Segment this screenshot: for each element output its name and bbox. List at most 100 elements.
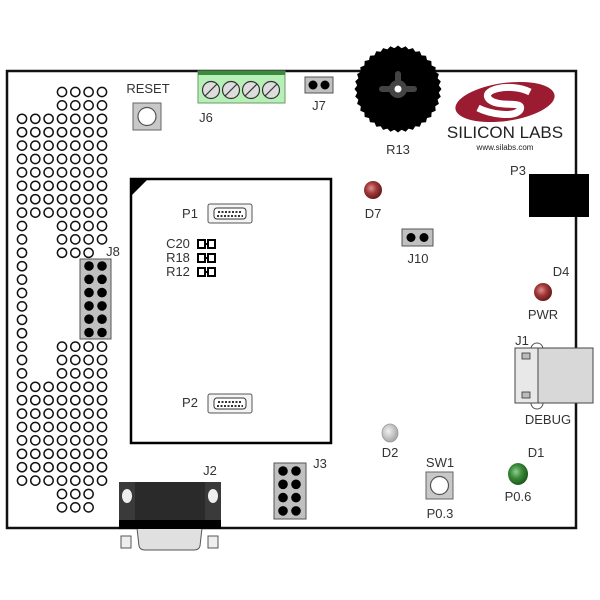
prototype-hole [83,475,94,486]
potentiometer-r13[interactable] [354,45,442,133]
prototype-hole [96,368,108,379]
d7-label: D7 [365,206,382,221]
prototype-hole [83,86,94,98]
prototype-hole [56,86,68,98]
prototype-hole [16,153,28,165]
header-j3[interactable] [273,462,307,520]
d1-label: D1 [528,445,545,460]
p2-label: P2 [182,395,198,410]
r18-label: R18 [166,250,190,265]
prototype-hole [16,314,28,326]
debug-label: DEBUG [525,412,571,427]
prototype-hole [43,193,54,205]
prototype-hole [16,368,28,379]
prototype-hole [83,461,94,473]
prototype-hole [83,435,94,446]
jumper-j10[interactable] [401,228,434,247]
prototype-hole [69,167,81,178]
p03-label: P0.3 [427,506,454,521]
c20-label: C20 [166,236,190,251]
header-pin [97,314,107,325]
reset-label: RESET [126,81,169,96]
screw-slot [224,83,238,97]
prototype-hole [69,435,81,446]
header-pin [278,466,288,476]
prototype-hole [83,234,94,245]
prototype-hole [43,126,54,138]
prototype-hole [16,220,28,232]
prototype-hole [29,421,41,433]
prototype-hole [96,220,108,232]
prototype-hole [56,421,68,433]
header-j8[interactable] [79,258,112,340]
prototype-hole [69,341,81,352]
header-pin [291,466,301,476]
prototype-hole [96,475,108,486]
prototype-hole [16,274,28,285]
prototype-hole [83,394,94,406]
prototype-hole [43,448,54,460]
prototype-hole [16,193,28,205]
usb-debug-connector-j1[interactable] [514,342,594,410]
header-pin [278,492,288,503]
prototype-hole [43,408,54,419]
prototype-hole [16,435,28,446]
prototype-hole [56,234,68,245]
prototype-hole [16,167,28,178]
prototype-hole [56,435,68,446]
header-pin [84,314,94,325]
prototype-hole [83,354,94,366]
header-pin [84,327,94,338]
prototype-hole [96,113,108,125]
prototype-hole [56,394,68,406]
prototype-hole [29,126,41,138]
prototype-hole [69,207,81,218]
reset-button[interactable] [132,102,162,131]
prototype-hole [43,421,54,433]
header-pin [291,506,301,516]
prototype-hole [69,354,81,366]
prototype-hole [56,167,68,178]
prototype-hole [96,86,108,98]
prototype-hole [96,461,108,473]
prototype-hole [16,301,28,312]
serial-connector-j2[interactable] [119,482,221,551]
prototype-hole [16,394,28,406]
prototype-hole [29,381,41,393]
prototype-hole [16,287,28,299]
prototype-hole [29,193,41,205]
prototype-hole [56,381,68,393]
prototype-hole [83,207,94,218]
header-pin [278,506,288,516]
prototype-hole [16,207,28,218]
header-pin [291,479,301,490]
usb-mini-connector-p1[interactable] [207,203,253,224]
prototype-hole [16,247,28,259]
prototype-hole [56,408,68,419]
prototype-hole [16,381,28,393]
prototype-hole [69,126,81,138]
prototype-hole [43,180,54,192]
prototype-hole [16,475,28,486]
prototype-hole [16,421,28,433]
prototype-hole [16,327,28,339]
prototype-hole [29,153,41,165]
prototype-hole [96,100,108,111]
prototype-hole [83,247,94,259]
header-pin [84,287,94,298]
usb-mini-connector-p2[interactable] [207,393,253,414]
push-button-sw1[interactable] [425,471,454,500]
jumper-j7[interactable] [304,76,334,94]
header-pin [278,479,288,490]
prototype-hole [83,100,94,111]
d4-label: D4 [553,264,570,279]
prototype-hole [83,153,94,165]
prototype-hole [56,341,68,352]
prototype-hole [56,247,68,259]
prototype-hole [96,234,108,245]
prototype-hole [83,167,94,178]
r13-label: R13 [386,142,410,157]
svg-text:SILICON LABS: SILICON LABS [447,123,563,142]
prototype-hole [69,461,81,473]
prototype-hole [69,100,81,111]
